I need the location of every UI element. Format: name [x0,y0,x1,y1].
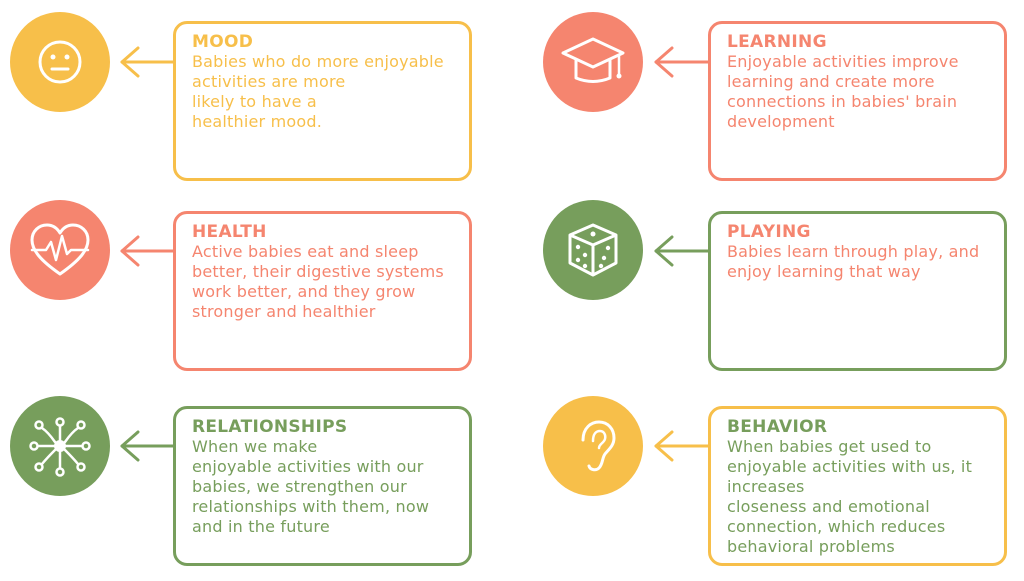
playing-text-box: PLAYING Babies learn through play, and e… [708,211,1007,371]
playing-description: Babies learn through play, and enjoy lea… [727,242,980,281]
arrow-left-icon [120,235,176,267]
network-icon [29,417,91,477]
learning-title: LEARNING [727,32,827,52]
ear-icon [581,420,616,472]
health-text-box: HEALTH Active babies eat and sleep bette… [173,211,472,371]
relationships-icon-circle [10,396,110,496]
arrow-left-icon [120,430,176,462]
behavior-title: BEHAVIOR [727,417,828,437]
mood-description: Babies who do more enjoyable activities … [192,52,444,131]
learning-description: Enjoyable activities improve learning an… [727,52,959,131]
relationships-description: When we make enjoyable activities with o… [192,437,430,536]
relationships-text-box: RELATIONSHIPS When we make enjoyable act… [173,406,472,566]
arrow-left-icon [654,430,710,462]
mood-text-box: MOOD Babies who do more enjoyable activi… [173,21,472,181]
heartbeat-icon [30,223,90,276]
arrow-left-icon [654,235,710,267]
arrow-left-icon [654,46,710,78]
dice-icon [568,223,618,277]
relationships-title: RELATIONSHIPS [192,417,348,437]
mood-title: MOOD [192,32,254,52]
learning-icon-circle [543,12,643,112]
graduation-cap-icon [561,37,625,83]
playing-title: PLAYING [727,222,811,242]
neutral-face-icon [38,40,82,84]
arrow-left-icon [120,46,176,78]
health-icon-circle [10,200,110,300]
behavior-text-box: BEHAVIOR When babies get used to enjoyab… [708,406,1007,566]
learning-text-box: LEARNING Enjoyable activities improve le… [708,21,1007,181]
behavior-description: When babies get used to enjoyable activi… [727,437,973,556]
health-title: HEALTH [192,222,267,242]
mood-icon-circle [10,12,110,112]
behavior-icon-circle [543,396,643,496]
playing-icon-circle [543,200,643,300]
health-description: Active babies eat and sleep better, thei… [192,242,444,321]
